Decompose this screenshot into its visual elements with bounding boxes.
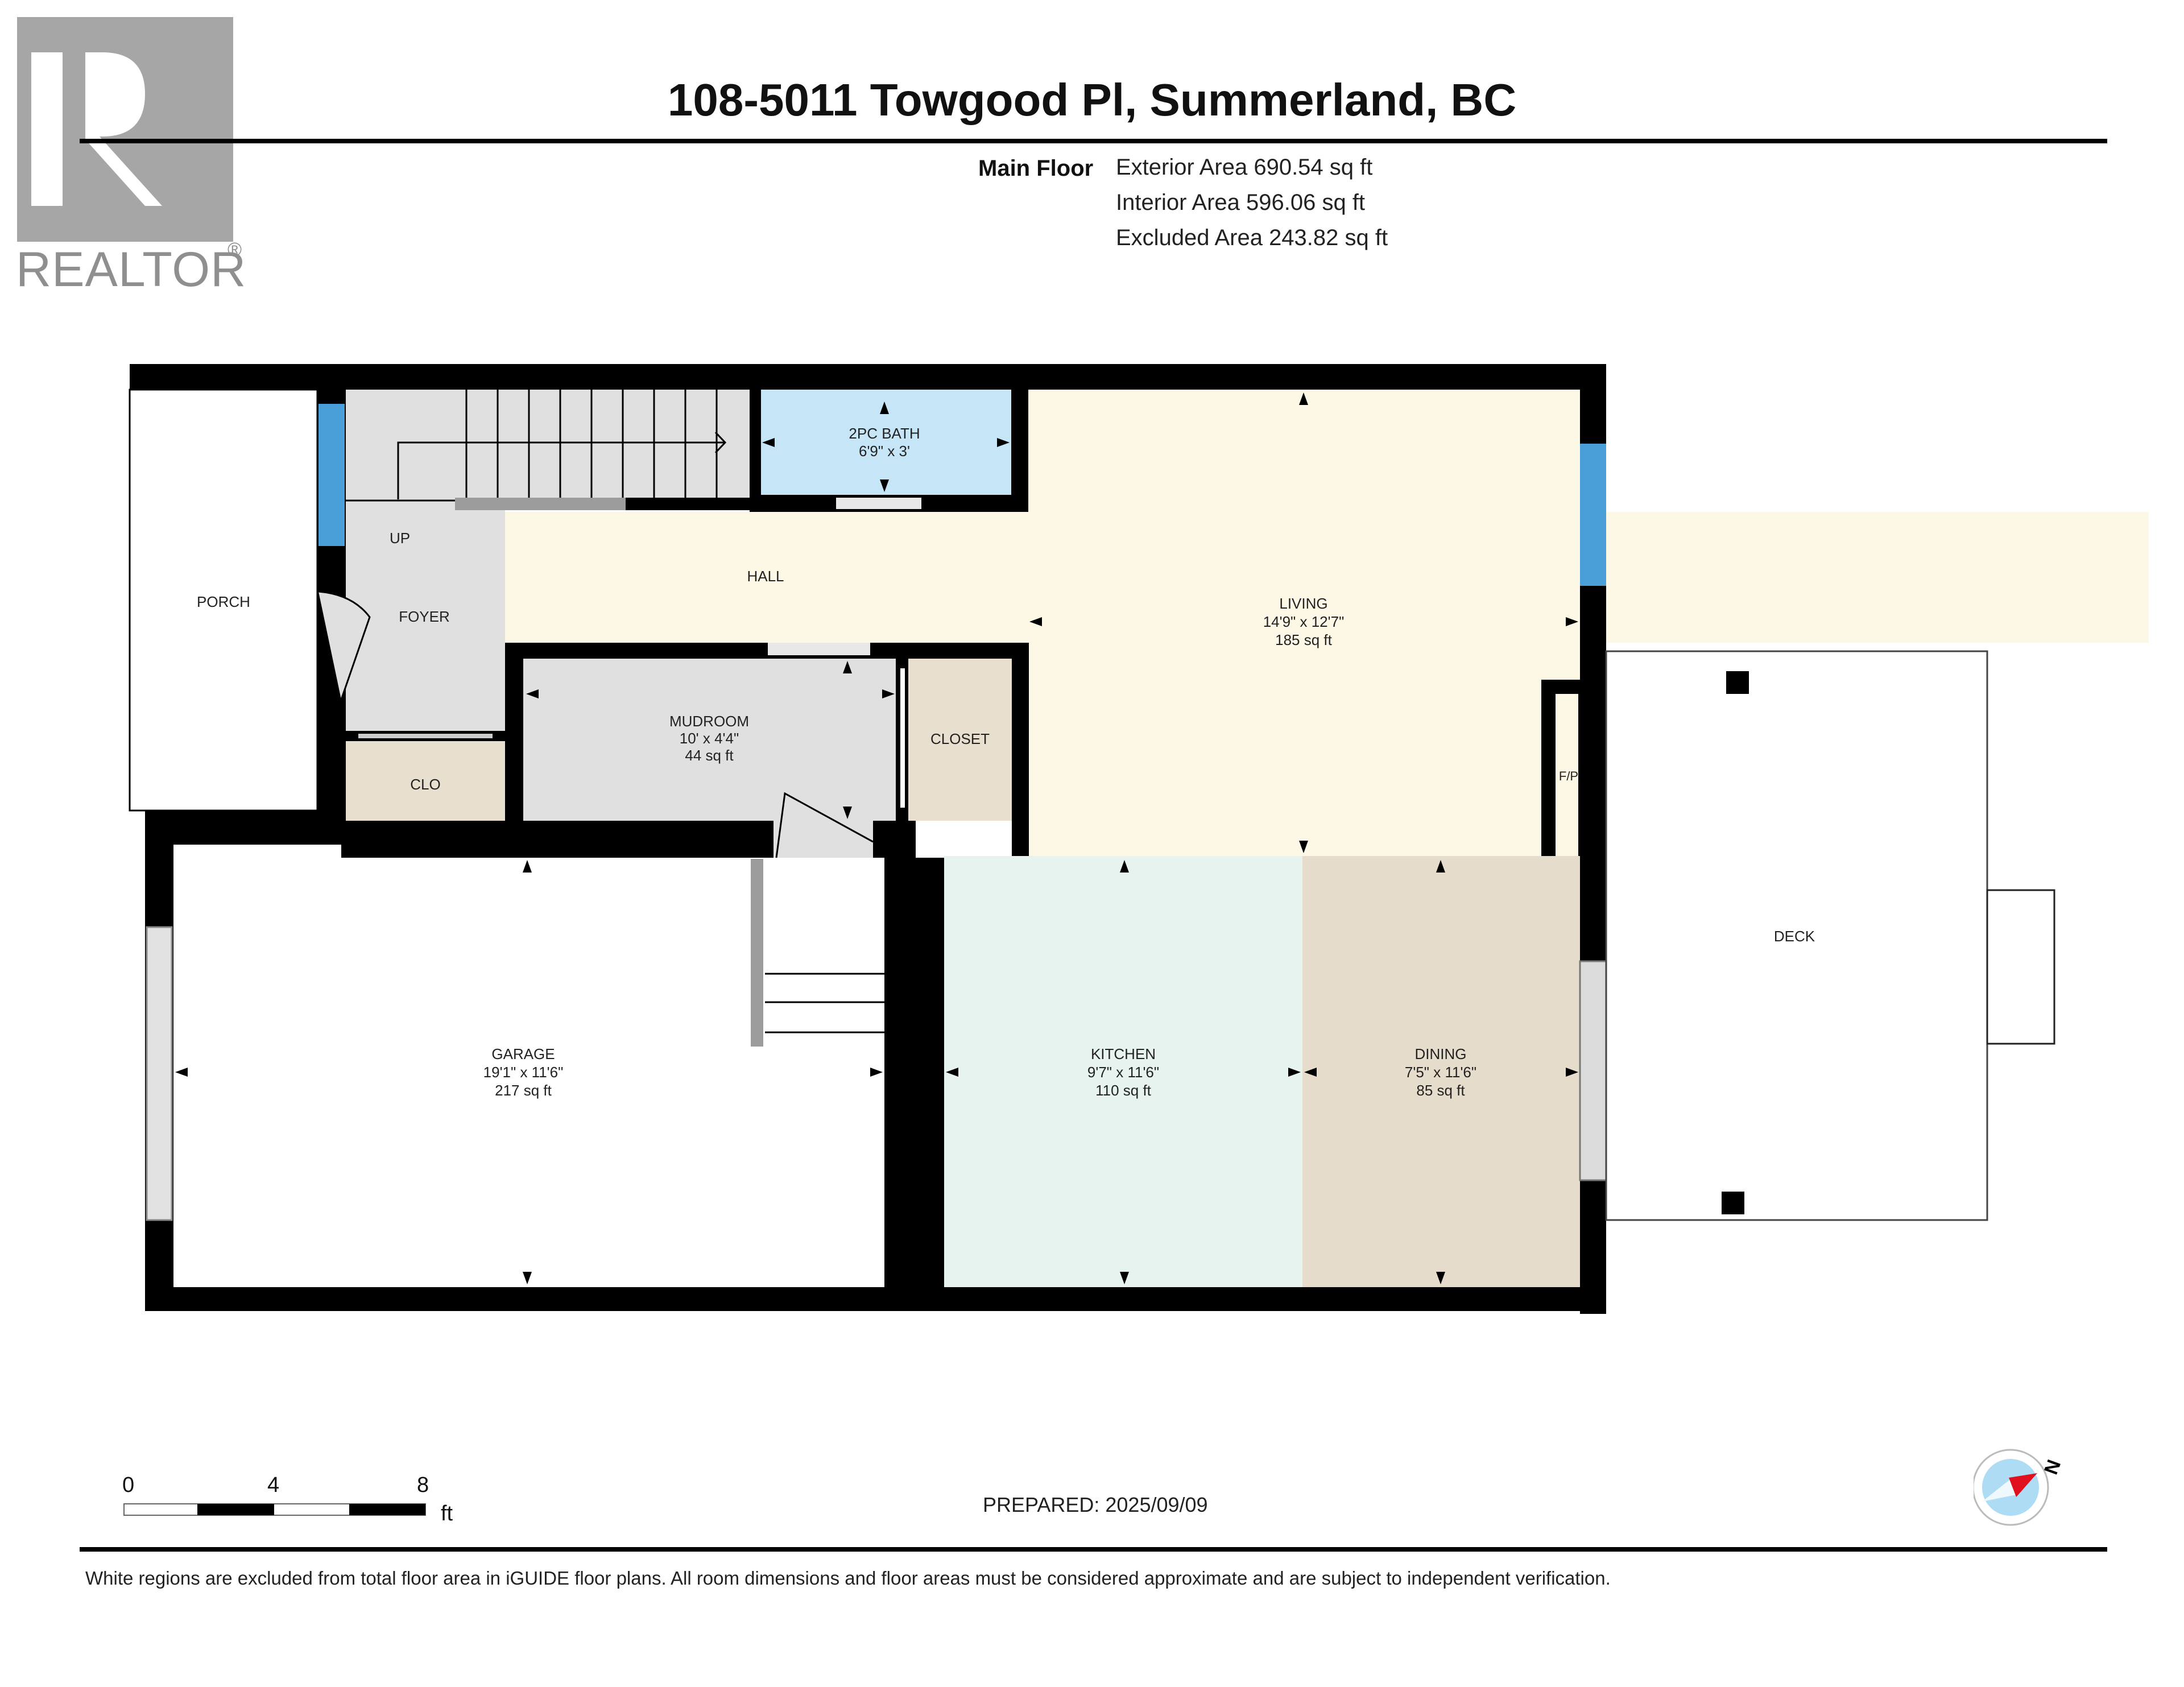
foyer-label: FOYER <box>399 608 450 625</box>
porch-area <box>129 388 318 812</box>
prepared-date: PREPARED: 2025/09/09 <box>983 1493 1208 1516</box>
registered-mark: ® <box>228 239 242 261</box>
floor-label: Main Floor <box>978 156 1094 181</box>
dining-area-text: 85 sq ft <box>1416 1082 1465 1099</box>
window-foyer <box>318 404 345 546</box>
living-area <box>1028 390 1580 856</box>
stairs-area <box>346 390 750 503</box>
disclaimer-text: White regions are excluded from total fl… <box>85 1568 1611 1589</box>
patio-door-icon <box>1579 960 1607 1181</box>
kitchen-dims: 9'7" x 11'6" <box>1087 1064 1159 1081</box>
bath-dims: 6'9" x 3' <box>859 443 910 460</box>
kitchen-area-text: 110 sq ft <box>1095 1082 1152 1099</box>
garage-dims: 19'1" x 11'6" <box>483 1064 564 1081</box>
scale-unit: ft <box>441 1502 453 1525</box>
living-dims: 14'9" x 12'7" <box>1263 613 1345 630</box>
mudroom-door-icon <box>775 792 874 858</box>
closet-area <box>908 659 1012 821</box>
mudroom-area-text: 44 sq ft <box>685 747 734 764</box>
footer-divider <box>80 1547 2107 1552</box>
realtor-wordmark: REALTOR <box>16 242 247 297</box>
living-area-text: 185 sq ft <box>1275 631 1333 648</box>
stairs-icon <box>346 390 727 502</box>
kitchen-area <box>944 856 1302 1287</box>
garage-label: GARAGE <box>491 1045 555 1062</box>
mudroom-area <box>523 659 896 821</box>
excluded-area: Excluded Area 243.82 sq ft <box>1116 225 1388 250</box>
garage-door-icon <box>146 926 173 1221</box>
deck-area <box>1605 650 1988 1221</box>
post-icon <box>1722 1192 1744 1214</box>
deck-stairs-icon <box>1986 889 2055 1045</box>
porch-label: PORCH <box>197 593 250 610</box>
compass: N <box>1972 1445 2076 1533</box>
clo-label: CLO <box>410 776 440 793</box>
scale-tick-4: 4 <box>267 1473 280 1497</box>
header-divider <box>80 139 2107 143</box>
kitchen-label: KITCHEN <box>1091 1045 1156 1062</box>
scale-tick-0: 0 <box>122 1473 135 1497</box>
front-door-icon <box>318 590 371 700</box>
north-wall <box>130 364 1606 392</box>
scale-bar-graphic <box>123 1503 426 1516</box>
fireplace-label: F/P <box>1559 769 1578 783</box>
property-address-title: 108-5011 Towgood Pl, Summerland, BC <box>667 75 1517 125</box>
dining-label: DINING <box>1415 1045 1467 1062</box>
compass-icon: N <box>1972 1449 2065 1526</box>
foyer-area <box>346 503 505 731</box>
mudroom-dims: 10' x 4'4" <box>680 730 739 747</box>
deck-label: DECK <box>1774 928 1815 945</box>
clo-area <box>346 741 505 821</box>
post-icon <box>1726 671 1749 694</box>
bath-label: 2PC BATH <box>849 425 920 442</box>
realtor-r-icon <box>31 52 162 206</box>
closet-label: CLOSET <box>930 730 990 747</box>
interior-area: Interior Area 596.06 sq ft <box>1116 190 1366 215</box>
realtor-logo <box>17 17 233 242</box>
dining-area <box>1302 856 1580 1287</box>
hall-label: HALL <box>747 568 784 585</box>
scale-tick-8: 8 <box>417 1473 429 1497</box>
exterior-area: Exterior Area 690.54 sq ft <box>1116 155 1373 180</box>
living-label: LIVING <box>1279 595 1327 612</box>
garage-area-text: 217 sq ft <box>495 1082 552 1099</box>
garage-area <box>173 858 884 1287</box>
up-label: UP <box>390 530 410 547</box>
mudroom-label: MUDROOM <box>669 713 749 730</box>
dining-dims: 7'5" x 11'6" <box>1405 1064 1476 1081</box>
dimension-arrow-icons <box>175 392 1578 1284</box>
